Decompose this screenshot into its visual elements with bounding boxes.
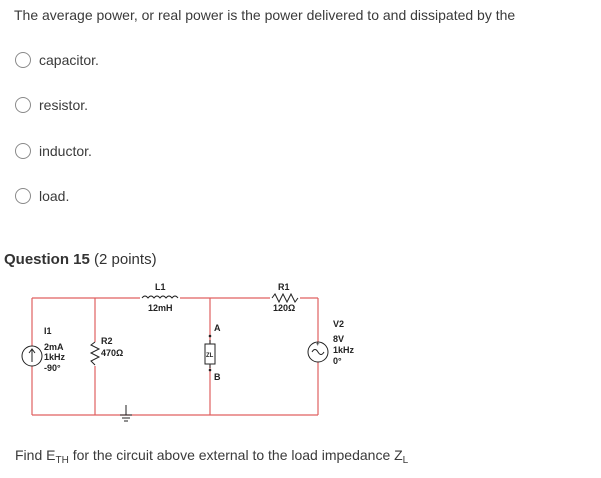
node-a-label: A [214, 323, 221, 333]
radio-button-resistor[interactable] [15, 97, 31, 113]
option-label-capacitor: capacitor. [39, 52, 99, 68]
option-label-inductor: inductor. [39, 143, 92, 159]
prompt-middle: for the circuit above external to the lo… [68, 447, 403, 463]
option-label-load: load. [39, 188, 70, 204]
svg-text:+: + [316, 342, 320, 348]
i1-phase: -90° [44, 363, 61, 373]
question-points: (2 points) [94, 251, 157, 268]
prompt-prefix: Find E [15, 447, 56, 463]
i1-name: I1 [44, 326, 52, 336]
l1-value: 12mH [148, 303, 173, 313]
radio-button-load[interactable] [15, 188, 31, 204]
option-label-resistor: resistor. [39, 97, 89, 113]
radio-button-inductor[interactable] [15, 143, 31, 159]
option-capacitor[interactable]: capacitor. [15, 52, 99, 68]
question-prompt: The average power, or real power is the … [14, 7, 516, 23]
question-title: Question 15 [4, 251, 90, 268]
i1-amp: 2mA [44, 342, 64, 352]
l1-name: L1 [155, 282, 166, 292]
eth-subscript: TH [55, 455, 69, 466]
r2-value: 470Ω [101, 348, 123, 358]
r2-name: R2 [101, 336, 113, 346]
option-inductor[interactable]: inductor. [15, 143, 92, 159]
v2-freq: 1kHz [333, 345, 355, 355]
r1-name: R1 [278, 282, 290, 292]
inductor-l1-symbol [141, 295, 179, 299]
v2-phase: 0° [333, 356, 342, 366]
zl-label: ZL [206, 353, 214, 359]
find-eth-prompt: Find ETH for the circuit above external … [15, 447, 408, 466]
circuit-wires [31, 297, 319, 416]
option-load[interactable]: load. [15, 188, 69, 204]
resistor-r2-symbol [89, 341, 101, 366]
zl-subscript: L [402, 455, 409, 466]
question-15-header: Question 15 (2 points) [4, 251, 157, 268]
r1-value: 120Ω [273, 303, 295, 313]
ground-symbol [120, 405, 132, 422]
resistor-r1-symbol [271, 292, 299, 304]
node-b-label: B [214, 372, 221, 382]
i1-freq: 1kHz [44, 352, 66, 362]
option-resistor[interactable]: resistor. [15, 97, 88, 113]
circuit-diagram: + L1 12mH R1 120Ω R2 470Ω I1 2mA 1kHz -9… [21, 282, 355, 422]
radio-button-capacitor[interactable] [15, 52, 31, 68]
v2-name: V2 [333, 319, 344, 329]
v2-amp: 8V [333, 334, 344, 344]
